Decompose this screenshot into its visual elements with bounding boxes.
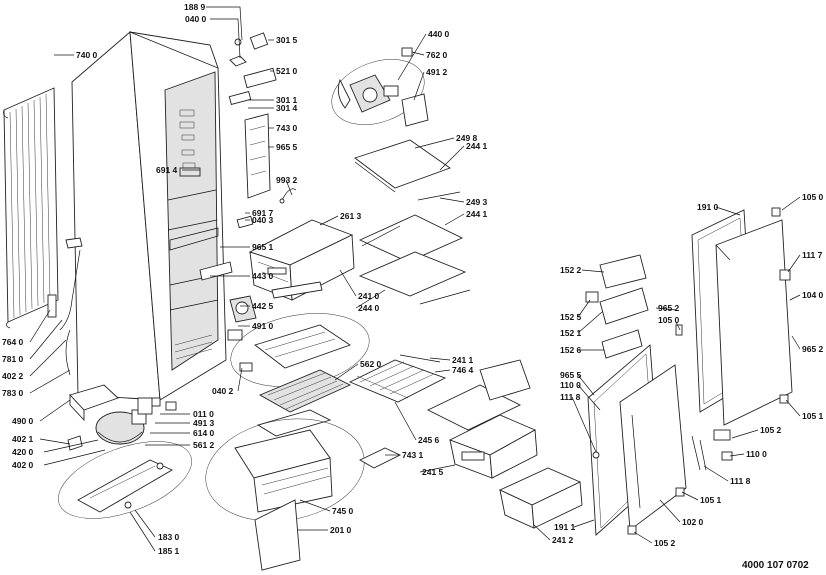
label-691-4: 691 4 bbox=[156, 165, 178, 175]
crisper-drawer bbox=[248, 219, 355, 301]
label-965-2-left: 965 2 bbox=[658, 303, 680, 313]
label-521-0: 521 0 bbox=[276, 66, 298, 76]
lower-left-parts bbox=[47, 237, 192, 519]
label-440-0: 440 0 bbox=[428, 29, 450, 39]
label-261-3: 261 3 bbox=[340, 211, 362, 221]
label-040-2: 040 2 bbox=[212, 386, 234, 396]
label-740-0: 740 0 bbox=[76, 50, 98, 60]
label-249-8: 249 8 bbox=[456, 133, 478, 143]
label-965-1: 965 1 bbox=[252, 242, 274, 252]
label-105-2-bottom: 105 2 bbox=[654, 538, 676, 548]
label-201-0: 201 0 bbox=[330, 525, 352, 535]
fan-assembly bbox=[331, 47, 429, 127]
label-965-2-right: 965 2 bbox=[802, 344, 824, 354]
label-691-7: 691 7 bbox=[252, 208, 274, 218]
label-993-2: 993 2 bbox=[276, 175, 298, 185]
leader-lines bbox=[29, 6, 801, 552]
label-244-1-top: 244 1 bbox=[466, 141, 488, 151]
drawing-code: 4000 107 0702 bbox=[742, 560, 809, 571]
label-402-2: 402 2 bbox=[2, 371, 24, 381]
label-491-2: 491 2 bbox=[426, 67, 448, 77]
label-105-1-right: 105 1 bbox=[802, 411, 824, 421]
label-561-2: 561 2 bbox=[193, 440, 215, 450]
label-191-1: 191 1 bbox=[554, 522, 576, 532]
label-110-0-right: 110 0 bbox=[746, 449, 767, 459]
glass-shelves bbox=[354, 139, 471, 305]
label-011-0: 011 0 bbox=[193, 409, 214, 419]
freezer-drawers bbox=[426, 359, 583, 529]
door-shelves bbox=[585, 254, 649, 359]
label-562-0: 562 0 bbox=[360, 359, 382, 369]
label-110-0-left: 110 0 bbox=[560, 380, 581, 390]
label-301-1: 301 1 bbox=[276, 95, 298, 105]
label-185-1: 185 1 bbox=[158, 546, 180, 556]
label-245-6: 245 6 bbox=[418, 435, 440, 445]
label-249-3: 249 3 bbox=[466, 197, 488, 207]
label-241-5: 241 5 bbox=[422, 467, 444, 477]
label-614-0: 614 0 bbox=[193, 428, 215, 438]
label-490-0: 490 0 bbox=[12, 416, 34, 426]
label-491-0: 491 0 bbox=[252, 321, 274, 331]
label-104-0: 104 0 bbox=[802, 290, 824, 300]
label-743-0: 743 0 bbox=[276, 123, 298, 133]
label-111-7: 111 7 bbox=[802, 250, 823, 260]
label-191-0: 191 0 bbox=[697, 202, 719, 212]
label-111-8-left: 111 8 bbox=[560, 392, 581, 402]
freezer-cover-parts bbox=[205, 313, 370, 571]
label-745-0: 745 0 bbox=[332, 506, 354, 516]
label-402-1: 402 1 bbox=[12, 434, 34, 444]
label-152-1: 152 1 bbox=[560, 328, 582, 338]
label-743-1: 743 1 bbox=[402, 450, 424, 460]
label-105-0-right: 105 0 bbox=[802, 192, 824, 202]
label-965-5: 965 5 bbox=[276, 142, 298, 152]
label-781-0: 781 0 bbox=[2, 354, 24, 364]
label-746-4: 746 4 bbox=[452, 365, 474, 375]
label-402-0: 402 0 bbox=[12, 460, 34, 470]
label-111-8-right: 111 8 bbox=[730, 476, 751, 486]
label-241-1: 241 1 bbox=[452, 355, 474, 365]
label-241-0: 241 0 bbox=[358, 291, 380, 301]
label-152-2: 152 2 bbox=[560, 265, 582, 275]
label-420-0: 420 0 bbox=[12, 447, 34, 457]
label-244-0: 244 0 bbox=[358, 303, 380, 313]
label-152-6: 152 6 bbox=[560, 345, 582, 355]
label-183-0: 183 0 bbox=[158, 532, 180, 542]
label-443-0: 443 0 bbox=[252, 271, 274, 281]
label-783-0: 783 0 bbox=[2, 388, 24, 398]
label-105-1-bottom: 105 1 bbox=[700, 495, 722, 505]
label-152-5: 152 5 bbox=[560, 312, 582, 322]
condenser-coil bbox=[3, 87, 59, 329]
label-105-0-left: 105 0 bbox=[658, 315, 680, 325]
label-301-5: 301 5 bbox=[276, 35, 298, 45]
label-102-0: 102 0 bbox=[682, 517, 704, 527]
label-040-3: 040 3 bbox=[252, 215, 274, 225]
cabinet bbox=[71, 31, 227, 411]
top-small-parts bbox=[228, 32, 297, 204]
label-442-5: 442 5 bbox=[252, 301, 274, 311]
label-301-4: 301 4 bbox=[276, 103, 298, 113]
label-965-5-door: 965 5 bbox=[560, 370, 582, 380]
label-764-0: 764 0 bbox=[2, 337, 24, 347]
mid-parts bbox=[199, 215, 257, 372]
label-244-1-mid: 244 1 bbox=[466, 209, 488, 219]
doors bbox=[587, 207, 793, 536]
label-762-0: 762 0 bbox=[426, 50, 448, 60]
label-040-0: 040 0 bbox=[185, 14, 207, 24]
label-491-3: 491 3 bbox=[193, 418, 215, 428]
label-105-2-mid: 105 2 bbox=[760, 425, 782, 435]
label-241-2: 241 2 bbox=[552, 535, 574, 545]
label-188-9: 188 9 bbox=[184, 2, 206, 12]
